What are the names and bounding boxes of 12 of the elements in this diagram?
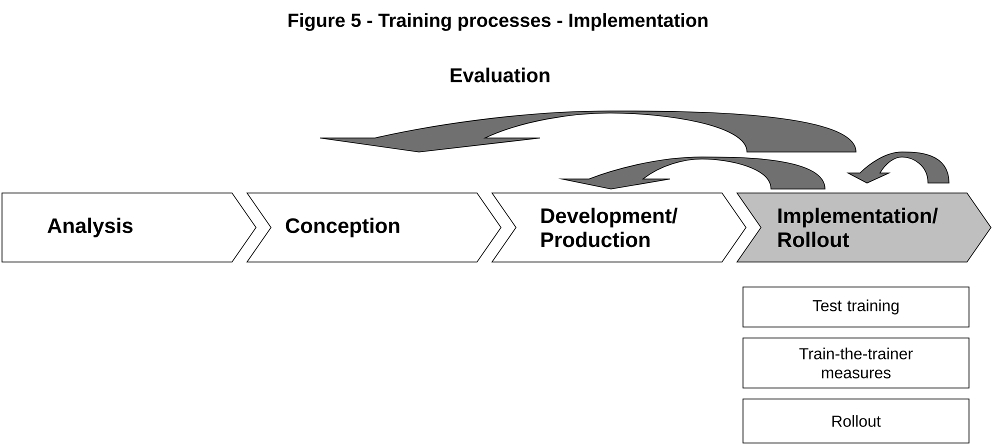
task-box: Rollout bbox=[742, 398, 970, 444]
figure-title: Figure 5 - Training processes - Implementation bbox=[288, 13, 708, 31]
process-step-box: Implementation/ Rollout bbox=[736, 192, 992, 262]
heading-label: Evaluation bbox=[450, 68, 550, 82]
process-step-box: Analysis bbox=[2, 192, 256, 262]
process-step-box: Conception bbox=[246, 192, 502, 262]
curved-arrow bbox=[320, 110, 856, 152]
curved-arrow bbox=[848, 152, 950, 184]
process-step-box: Development/ Production bbox=[491, 192, 746, 262]
curved-arrow bbox=[562, 156, 826, 190]
task-box: Train-the-trainer measures bbox=[742, 338, 970, 388]
task-box: Test training bbox=[742, 286, 970, 328]
